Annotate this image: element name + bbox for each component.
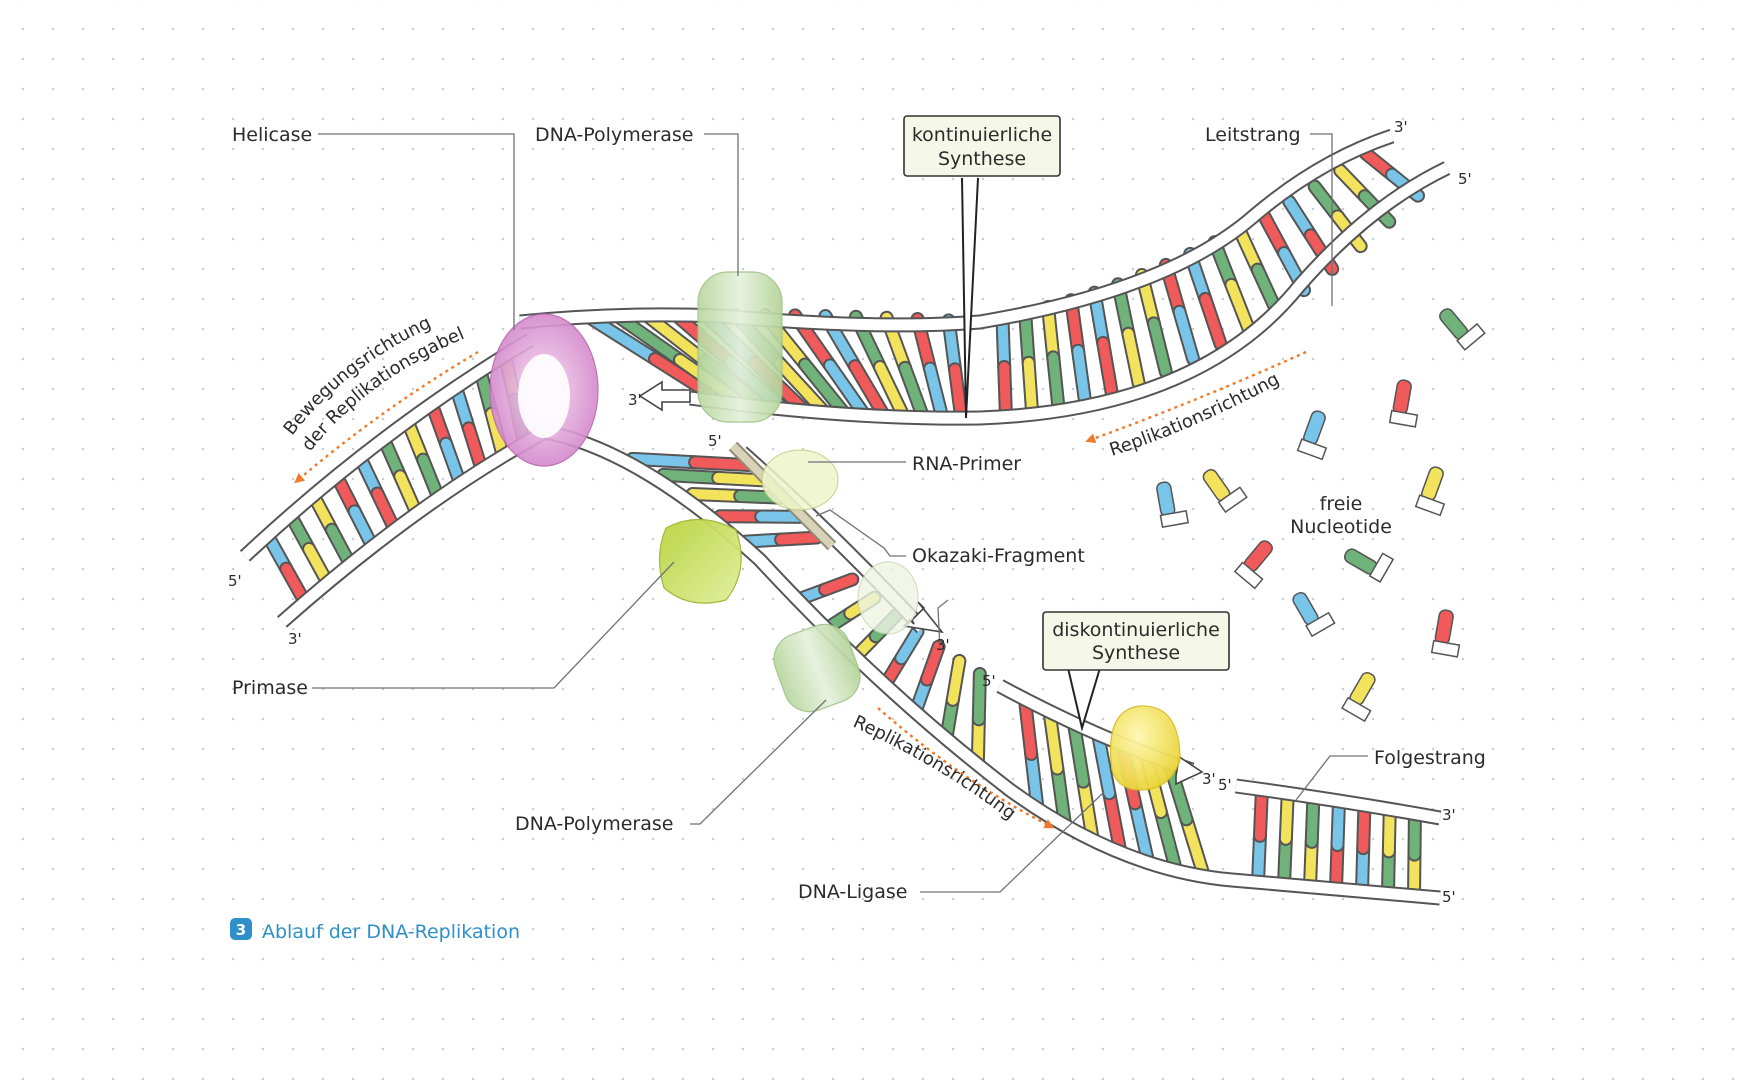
dna-strands [245,136,1447,898]
leading-growth-arrow [640,382,690,410]
label-okazaki-fragment: Okazaki-Fragment [912,545,1085,567]
figure-number: 3 [236,921,246,939]
callout-continuous-line2: Synthese [938,148,1026,170]
label-rna-primer: RNA-Primer [912,453,1021,475]
end-5-prime-bottom-right: 5' [1442,888,1456,906]
callout-discontinuous-line2: Synthese [1092,642,1180,664]
end-5-prime-primer: 5' [708,432,722,450]
label-dna-polymerase-bottom: DNA-Polymerase [515,813,673,835]
label-helicase: Helicase [232,124,312,146]
label-dna-ligase: DNA-Ligase [798,881,907,903]
label-primase: Primase [232,677,308,699]
callout-continuous-line1: kontinuierliche [912,124,1052,146]
end-3-prime-bottom-right: 3' [1442,806,1456,824]
end-3-prime-leading-new: 3' [628,391,642,409]
figure-caption-text: Ablauf der DNA-Replikation [262,921,520,943]
end-5-prime-left: 5' [228,572,242,590]
label-freie: freie [1320,493,1363,515]
okazaki-polymerase-shape [858,562,918,634]
label-leitstrang: Leitstrang [1205,124,1301,146]
dna-ligase-shape [1111,706,1180,790]
end-3-prime-lagging-fragment: 3' [1202,770,1216,788]
label-nucleotide: Nucleotide [1290,516,1392,538]
label-folgestrang: Folgestrang [1374,747,1486,769]
end-3-prime-top-right: 3' [1394,118,1408,136]
end-3-prime-left: 3' [288,630,302,648]
rna-primer-enzyme-shape [762,450,838,510]
end-5-prime-folgestrang: 5' [1218,776,1232,794]
callout-discontinuous-line1: diskontinuierliche [1052,619,1220,641]
end-3-prime-okazaki: 3' [936,636,950,654]
helicase-shape [490,314,598,466]
label-dna-polymerase-top: DNA-Polymerase [535,124,693,146]
end-5-prime-lagging-fragment: 5' [982,672,996,690]
end-5-prime-top-right: 5' [1458,170,1472,188]
dna-polymerase-top-shape [698,272,782,422]
dna-polymerase-bottom-shape [767,617,868,719]
figure-caption: 3 Ablauf der DNA-Replikation [230,918,520,943]
primase-shape [659,519,741,603]
